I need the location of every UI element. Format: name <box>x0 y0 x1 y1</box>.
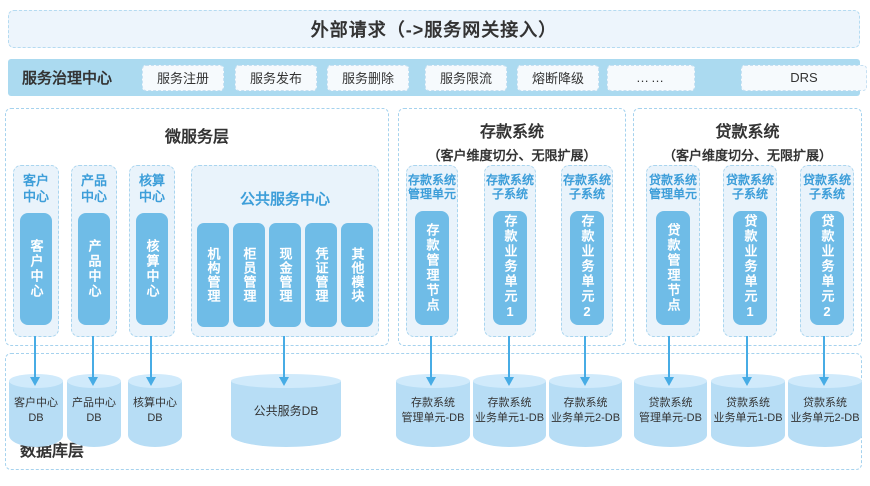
db-cylinder-product-center: 产品中心 DB <box>67 374 121 447</box>
deposit-system-title: 存款系统 <box>479 124 544 141</box>
button-service-throttle: 服务限流 <box>425 64 507 91</box>
db-name: 客户中心 <box>14 397 58 409</box>
button-drs: DRS <box>741 64 867 91</box>
column-accounting-center: 核算 中心 核算中心 <box>129 165 175 337</box>
db-cylinder-accounting-center: 核算中心 DB <box>128 374 182 447</box>
column-deposit-mgmt-unit: 存款系统 管理单元 存款管理节点 <box>406 165 458 337</box>
common-service-center-box: 公共服务中心 机构管理 柜员管理 现金管理 凭证管理 其他模块 <box>191 165 379 337</box>
governance-label: 服务治理中心 <box>22 70 113 87</box>
db-cylinder-deposit-mgmt: 存款系统管理单元-DB <box>396 374 470 447</box>
button-service-delete: 服务删除 <box>327 64 409 91</box>
service-bar-deposit-unit-2: 存款业务单元2 <box>570 210 604 325</box>
db-cylinder-loan-mgmt: 贷款系统管理单元-DB <box>634 374 707 447</box>
column-loan-mgmt-unit: 贷款系统 管理单元 贷款管理节点 <box>646 165 700 337</box>
button-service-register: 服务注册 <box>142 64 224 91</box>
db-name: 管理单元-DB <box>639 412 702 425</box>
db-cylinder-deposit-unit-2: 存款系统业务单元2-DB <box>549 374 622 447</box>
panel-deposit-system: 存款系统 （客户维度切分、无限扩展） 存款系统 管理单元 存款管理节点 存款系统… <box>398 108 626 346</box>
down-arrow <box>664 336 674 386</box>
db-name: DB <box>86 412 102 425</box>
service-bar-accounting-center: 核算中心 <box>136 213 168 325</box>
down-arrow <box>279 336 289 386</box>
service-bar-loan-unit-1: 贷款业务单元1 <box>733 210 767 325</box>
down-arrow <box>742 336 752 386</box>
db-name: 业务单元2-DB <box>550 412 621 425</box>
common-service-center-title: 公共服务中心 <box>239 191 330 208</box>
column-deposit-subsystem-1: 存款系统 子系统 存款业务单元1 <box>484 165 536 337</box>
service-bar-org-mgmt: 机构管理 <box>197 223 229 327</box>
service-bar-other-modules: 其他模块 <box>341 223 373 327</box>
service-bar-voucher-mgmt: 凭证管理 <box>305 223 337 327</box>
db-name: 产品中心 <box>72 397 116 409</box>
column-loan-subsystem-2: 贷款系统 子系统 贷款业务单元2 <box>800 165 854 337</box>
deposit-system-subtitle: （客户维度切分、无限扩展） <box>427 148 597 163</box>
down-arrow <box>30 336 40 386</box>
database-layer-label: 数据库层 <box>20 443 85 460</box>
down-arrow <box>819 336 829 386</box>
column-header: 存款系统 管理单元 <box>407 173 456 202</box>
db-name: 存款系统 <box>563 397 608 409</box>
db-name: 贷款系统 <box>648 397 693 409</box>
db-name: 业务单元2-DB <box>790 412 860 425</box>
service-governance-bar: 服务治理中心 服务注册 服务发布 服务删除 服务限流 熔断降级 …… DRS <box>8 59 867 96</box>
db-name: 业务单元1-DB <box>474 412 545 425</box>
service-bar-cash-mgmt: 现金管理 <box>269 223 301 327</box>
column-header: 客户 中心 <box>22 173 49 204</box>
db-cylinder-common-service: 公共服务DB <box>231 374 341 447</box>
db-name: 存款系统 <box>411 397 455 409</box>
down-arrow <box>88 336 98 386</box>
down-arrow <box>504 336 514 386</box>
db-name: 贷款系统 <box>726 397 770 409</box>
db-name: DB <box>28 412 44 425</box>
db-name: 贷款系统 <box>803 397 847 409</box>
db-name: 核算中心 <box>133 397 177 409</box>
column-deposit-subsystem-2: 存款系统 子系统 存款业务单元2 <box>561 165 613 337</box>
db-cylinder-deposit-unit-1: 存款系统业务单元1-DB <box>473 374 546 447</box>
service-bar-teller-mgmt: 柜员管理 <box>233 223 265 327</box>
column-header: 贷款系统 管理单元 <box>648 173 697 202</box>
db-cylinder-loan-unit-1: 贷款系统业务单元1-DB <box>711 374 785 447</box>
down-arrow <box>146 336 156 386</box>
down-arrow <box>426 336 436 386</box>
service-bar-deposit-mgmt-node: 存款管理节点 <box>415 210 449 325</box>
column-header: 核算 中心 <box>138 173 165 204</box>
column-customer-center: 客户 中心 客户中心 <box>13 165 59 337</box>
service-bar-loan-mgmt-node: 贷款管理节点 <box>656 210 690 325</box>
service-bar-deposit-unit-1: 存款业务单元1 <box>493 210 527 325</box>
column-header: 贷款系统 子系统 <box>802 173 851 202</box>
db-cylinder-loan-unit-2: 贷款系统业务单元2-DB <box>788 374 862 447</box>
button-more: …… <box>607 64 695 91</box>
column-header: 存款系统 子系统 <box>485 173 534 202</box>
common-service-bars: 机构管理 柜员管理 现金管理 凭证管理 其他模块 <box>192 223 378 327</box>
microservice-layer-title: 微服务层 <box>164 129 229 146</box>
button-service-publish: 服务发布 <box>235 64 317 91</box>
column-product-center: 产品 中心 产品中心 <box>71 165 117 337</box>
db-cylinder-customer-center: 客户中心 DB <box>9 374 63 447</box>
loan-system-subtitle: （客户维度切分、无限扩展） <box>662 148 832 163</box>
service-bar-product-center: 产品中心 <box>78 213 110 325</box>
panel-microservice-layer: 微服务层 客户 中心 客户中心 产品 中心 产品中心 核算 中心 核算中心 公共… <box>5 108 389 346</box>
external-request-title: 外部请求（->服务网关接入） <box>310 20 558 40</box>
db-name: DB <box>147 412 163 425</box>
column-header: 存款系统 子系统 <box>562 173 611 202</box>
db-name: 业务单元1-DB <box>713 412 783 425</box>
loan-system-title: 贷款系统 <box>715 124 780 141</box>
button-circuit-break: 熔断降级 <box>517 64 599 91</box>
db-name: 存款系统 <box>487 397 532 409</box>
column-loan-subsystem-1: 贷款系统 子系统 贷款业务单元1 <box>723 165 777 337</box>
down-arrow <box>580 336 590 386</box>
db-name: 管理单元-DB <box>401 412 465 425</box>
db-name: 公共服务DB <box>253 404 319 418</box>
panel-database-layer: 数据库层 客户中心 DB 产品中心 DB 核算中心 DB 公共服务DB 存款系统管理单… <box>5 353 862 470</box>
column-header: 产品 中心 <box>80 173 107 204</box>
service-bar-customer-center: 客户中心 <box>20 213 52 325</box>
service-bar-loan-unit-2: 贷款业务单元2 <box>810 210 844 325</box>
external-request-banner: 外部请求（->服务网关接入） <box>8 10 860 48</box>
panel-loan-system: 贷款系统 （客户维度切分、无限扩展） 贷款系统 管理单元 贷款管理节点 贷款系统… <box>633 108 862 346</box>
column-header: 贷款系统 子系统 <box>725 173 774 202</box>
